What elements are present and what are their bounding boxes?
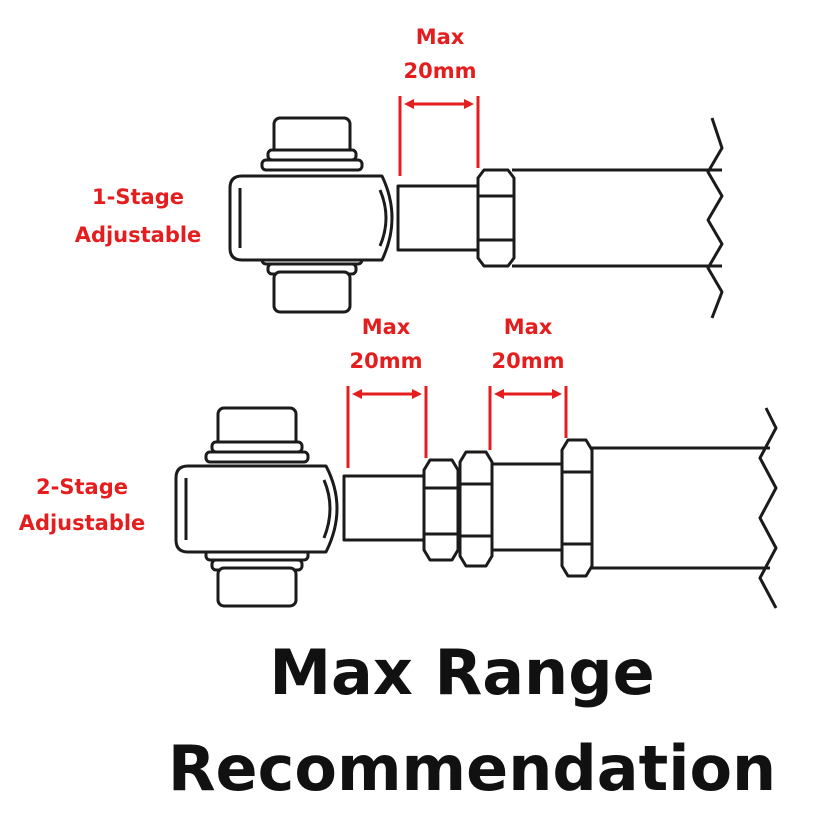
bushing-bottom: [260, 252, 364, 314]
range-right-label-value: 20mm: [492, 349, 565, 373]
bushing-bottom: [204, 548, 310, 608]
bushing-top: [260, 116, 364, 172]
one-stage-arm: Max 20mm 1-Stage Adjustable: [75, 25, 724, 319]
rod-end-housing: [174, 464, 339, 554]
jam-nut: [476, 168, 516, 268]
rod-end-housing: [228, 174, 394, 262]
tube-break-line: [758, 407, 778, 609]
jam-nut-middle: [458, 450, 494, 568]
jam-nut-inner: [422, 458, 460, 562]
arm-tube: [512, 117, 724, 319]
arm-tube: [590, 407, 778, 609]
threaded-shaft-inner: [342, 474, 430, 542]
stage-label-line2: Adjustable: [75, 223, 202, 247]
bushing-top: [204, 406, 310, 464]
stage-label-line1: 2-Stage: [36, 475, 128, 499]
range-label-value: 20mm: [404, 59, 477, 83]
jam-nut-outer: [560, 438, 594, 578]
range-marker-left: [346, 386, 428, 468]
title-line-2: Recommendation: [168, 732, 776, 805]
threaded-shaft-outer: [488, 462, 568, 552]
stage-label-line2: Adjustable: [19, 511, 146, 535]
stage-label-line1: 1-Stage: [92, 185, 184, 209]
tube-break-line: [706, 117, 724, 319]
range-marker-right: [488, 386, 568, 450]
range-label-max: Max: [416, 25, 465, 49]
threaded-shaft: [396, 184, 482, 252]
range-left-label-value: 20mm: [350, 349, 423, 373]
two-stage-arm: Max 20mm Max 20mm 2-Stage Adjustable: [19, 315, 778, 609]
range-left-label-max: Max: [362, 315, 411, 339]
range-right-label-max: Max: [504, 315, 553, 339]
title-line-1: Max Range: [269, 636, 654, 709]
range-marker: [398, 96, 480, 176]
